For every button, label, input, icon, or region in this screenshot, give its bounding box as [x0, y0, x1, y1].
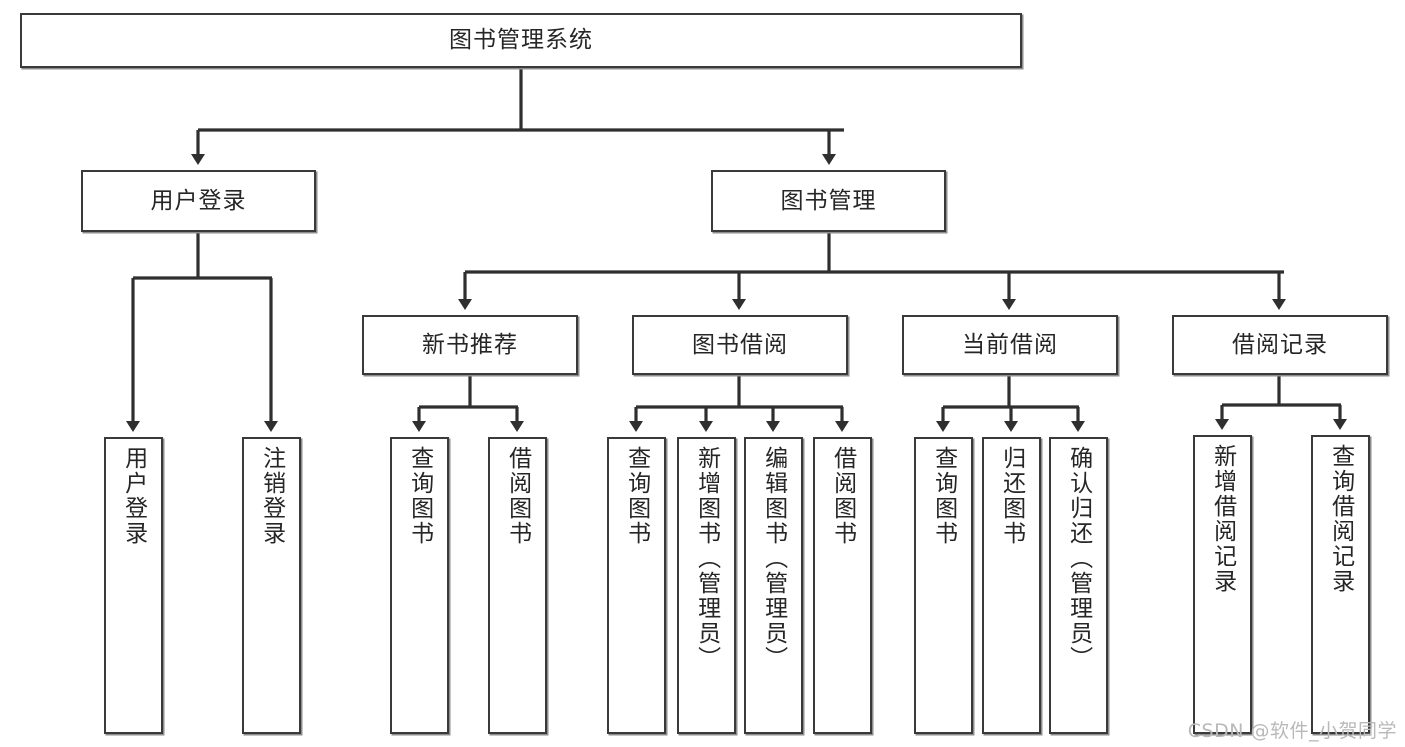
node-label: 查询借阅记录 — [1327, 444, 1354, 594]
node-label: 借阅记录 — [1232, 331, 1328, 358]
node-label: 归还图书 — [998, 446, 1025, 546]
leaf-add-borrow-record[interactable]: 新增借阅记录 — [1193, 435, 1252, 734]
node-user-login[interactable]: 用户登录 — [81, 170, 316, 232]
leaf-edit-book-admin[interactable]: 编辑图书（管理员） — [744, 437, 803, 734]
node-label: 用户登录 — [150, 187, 247, 214]
node-current-borrow[interactable]: 当前借阅 — [902, 315, 1118, 375]
node-label: 查询图书 — [406, 446, 433, 546]
node-label: 图书借阅 — [692, 331, 788, 358]
leaf-query-book-current[interactable]: 查询图书 — [914, 437, 973, 734]
leaf-query-book-borrow[interactable]: 查询图书 — [607, 437, 666, 734]
leaf-add-book-admin[interactable]: 新增图书（管理员） — [677, 437, 736, 734]
watermark: CSDN @软件_小贺同学 — [1187, 720, 1397, 742]
leaf-borrow-book-recommend[interactable]: 借阅图书 — [488, 437, 547, 734]
node-book-borrow[interactable]: 图书借阅 — [632, 315, 848, 375]
node-label: 查询图书 — [930, 446, 957, 546]
node-label: 确认归还（管理员） — [1065, 446, 1092, 671]
node-label: 新增借阅记录 — [1209, 444, 1236, 594]
leaf-confirm-return-admin[interactable]: 确认归还（管理员） — [1049, 437, 1108, 734]
node-label: 图书管理系统 — [449, 27, 593, 53]
leaf-user-login[interactable]: 用户登录 — [104, 437, 163, 734]
node-borrow-record[interactable]: 借阅记录 — [1172, 315, 1388, 375]
node-label: 借阅图书 — [829, 446, 856, 546]
node-label: 新增图书（管理员） — [693, 446, 720, 671]
leaf-logout-login[interactable]: 注销登录 — [242, 437, 301, 734]
node-label: 注销登录 — [258, 446, 285, 546]
leaf-borrow-book[interactable]: 借阅图书 — [813, 437, 872, 734]
leaf-return-book[interactable]: 归还图书 — [982, 437, 1041, 734]
node-label: 新书推荐 — [422, 331, 518, 358]
node-label: 图书管理 — [780, 187, 877, 214]
node-book-manage[interactable]: 图书管理 — [711, 170, 946, 232]
node-root-book-management-system[interactable]: 图书管理系统 — [20, 13, 1022, 68]
node-label: 借阅图书 — [504, 446, 531, 546]
node-label: 查询图书 — [623, 446, 650, 546]
node-new-book-recommend[interactable]: 新书推荐 — [362, 315, 578, 375]
leaf-query-borrow-record[interactable]: 查询借阅记录 — [1311, 435, 1370, 734]
leaf-query-book-recommend[interactable]: 查询图书 — [390, 437, 449, 734]
node-label: 编辑图书（管理员） — [760, 446, 787, 671]
node-label: 用户登录 — [120, 446, 147, 546]
node-label: 当前借阅 — [962, 331, 1058, 358]
